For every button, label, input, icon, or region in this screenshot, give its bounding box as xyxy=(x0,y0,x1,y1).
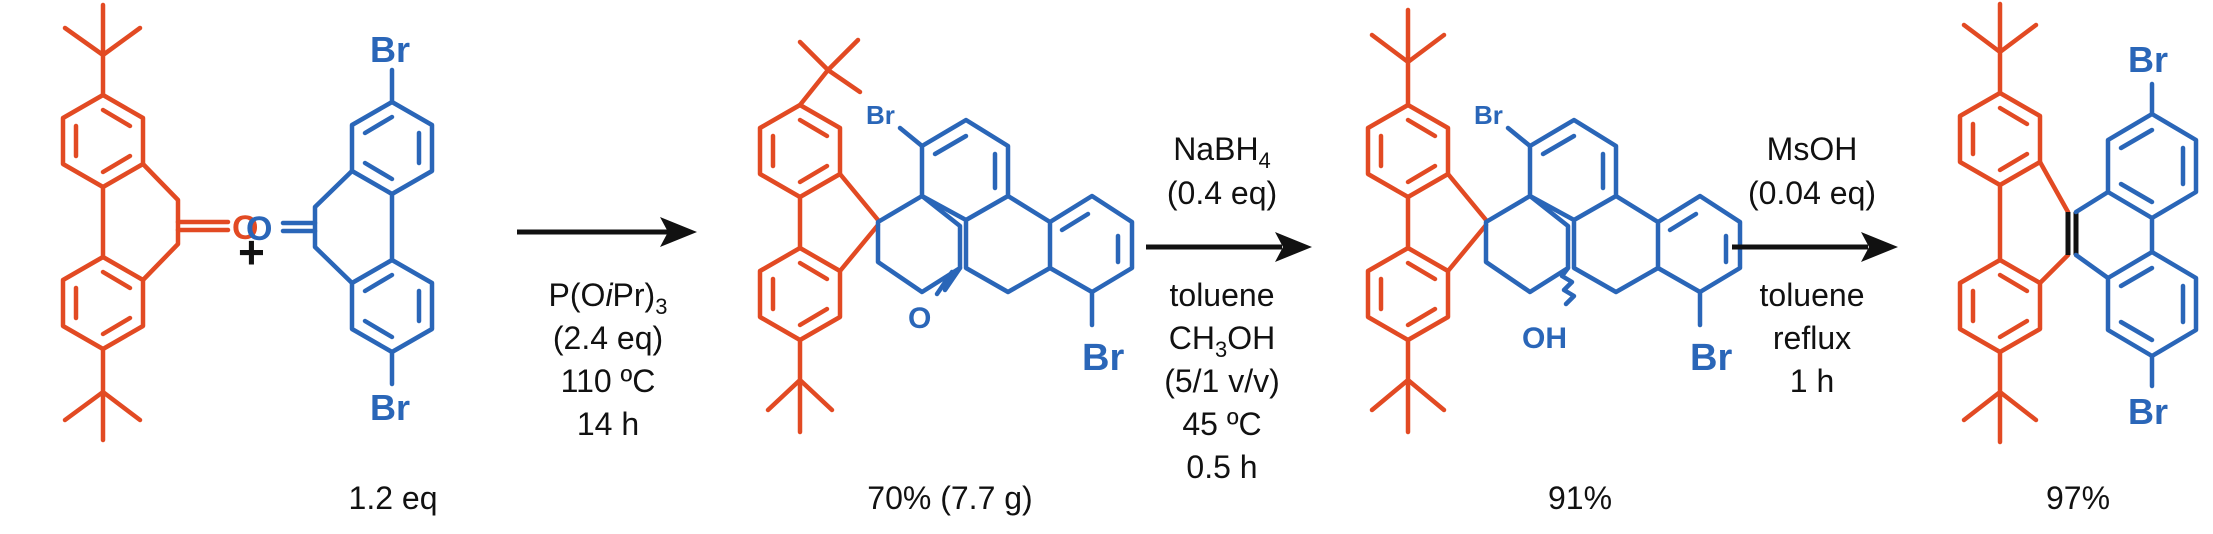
bromine-label: Br xyxy=(1082,337,1124,379)
hydroxyl-label: OH xyxy=(1522,322,1567,355)
step3-reagent: MsOH xyxy=(1767,131,1858,167)
reaction-arrow-2 xyxy=(1146,232,1312,262)
step3-condition: reflux xyxy=(1773,320,1851,356)
oxygen-label: O xyxy=(908,302,931,335)
oxygen-label: O xyxy=(246,210,272,248)
product-2-yield: 91% xyxy=(1548,480,1612,516)
bromine-label-small: Br xyxy=(866,100,895,130)
reaction-arrow-1 xyxy=(517,217,697,247)
step1-temperature: 110 ºC xyxy=(561,363,656,399)
step2-reagent: NaBH4 xyxy=(1173,131,1271,173)
bromine-label-bottom: Br xyxy=(370,387,410,428)
product-1-spiro-ketone: Br O Br xyxy=(757,37,1135,435)
step3-equivalents: (0.04 eq) xyxy=(1748,175,1876,211)
step3-time: 1 h xyxy=(1790,363,1834,399)
reaction-arrow-3 xyxy=(1732,232,1898,262)
plus-sign: + xyxy=(238,226,265,278)
step1-equivalents: (2.4 eq) xyxy=(553,320,663,356)
product-3-alkene: Br Br xyxy=(1957,1,2199,445)
product-2-spiro-alcohol: Br OH Br xyxy=(1365,7,1743,435)
step1-reagent: P(OiPr)3 xyxy=(549,277,668,319)
reactant-2-dibromofluorenone: O Br Br xyxy=(246,29,435,428)
reactant-1-di-tert-butyl-fluorenone: O xyxy=(60,2,258,443)
reactant-2-equivalents: 1.2 eq xyxy=(349,480,438,516)
bromine-label-top: Br xyxy=(370,29,410,70)
step2-solvent-2: CH3OH xyxy=(1169,320,1275,362)
bromine-label: Br xyxy=(1690,337,1732,379)
step2-equivalents: (0.4 eq) xyxy=(1167,175,1277,211)
bromine-label-small: Br xyxy=(1474,100,1503,130)
step2-ratio: (5/1 v/v) xyxy=(1164,363,1280,399)
step3-solvent: toluene xyxy=(1760,277,1865,313)
oxygen-label: O xyxy=(232,209,258,247)
step1-time: 14 h xyxy=(577,406,639,442)
product-3-yield: 97% xyxy=(2046,480,2110,516)
step2-time: 0.5 h xyxy=(1186,449,1257,485)
bromine-label-bottom: Br xyxy=(2128,391,2168,432)
product-1-yield: 70% (7.7 g) xyxy=(867,480,1032,516)
step2-solvent-1: toluene xyxy=(1170,277,1275,313)
step2-temperature: 45 ºC xyxy=(1182,406,1261,442)
bromine-label-top: Br xyxy=(2128,39,2168,80)
